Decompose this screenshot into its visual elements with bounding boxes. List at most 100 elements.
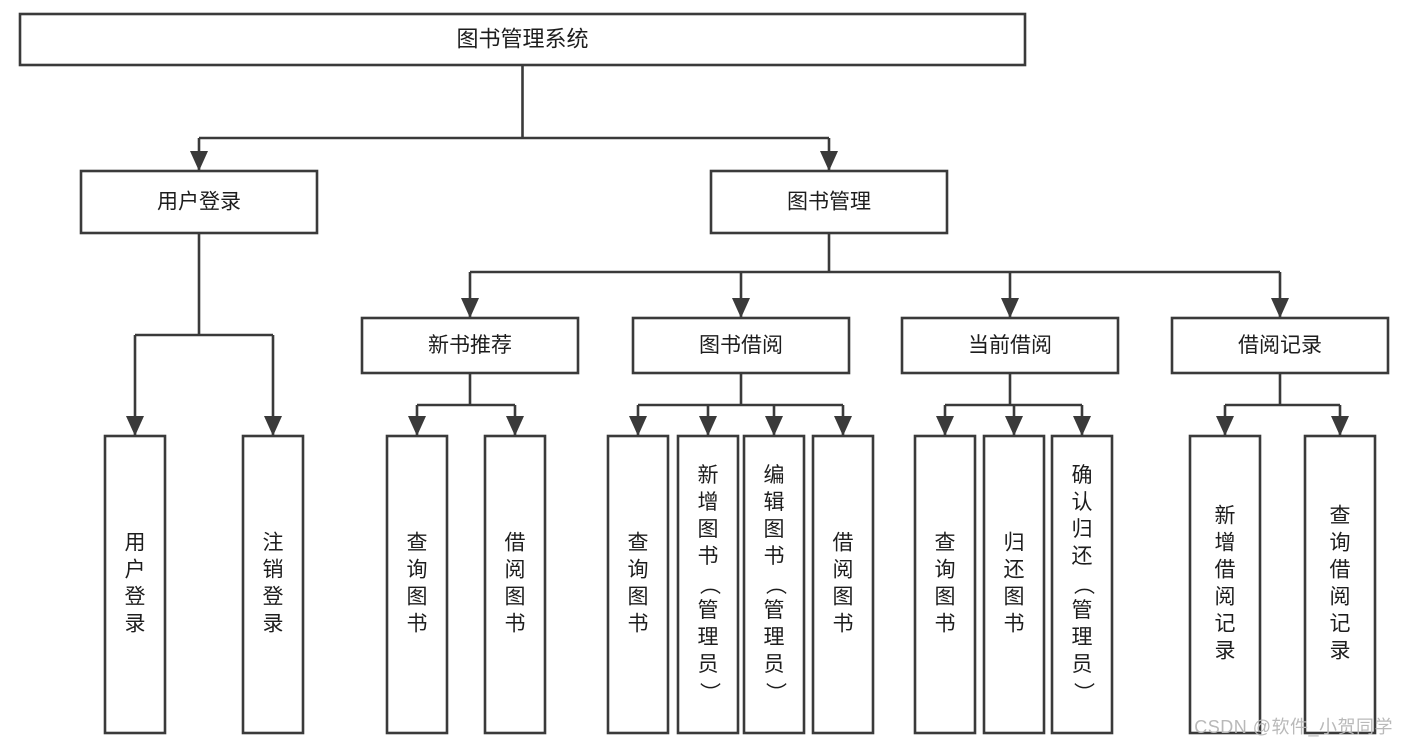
node-label-char: 归 [1072,518,1093,541]
arrow-head-icon [408,416,426,436]
node-book-borrow[interactable]: 图书借阅 [631,316,851,375]
arrow-head-icon [765,416,783,436]
node-current-borrow[interactable]: 当前借阅 [900,316,1120,375]
node-box [103,434,167,735]
node-box [631,316,851,375]
node-box [676,434,740,735]
node-label-char: 书 [1004,613,1025,636]
node-new-book-recommend[interactable]: 新书推荐 [360,316,580,375]
node-label-char: ） [763,682,786,703]
node-label-char: 记 [1215,613,1236,636]
node-label-char: 查 [628,532,649,555]
node-label-char: 书 [628,613,649,636]
node-label-char: （ [763,574,786,595]
node-label-char: 增 [698,491,719,514]
arrow-head-icon [1005,416,1023,436]
arrow-head-icon [1001,298,1019,318]
node-box [900,316,1120,375]
node-label: 新书推荐 [428,334,512,357]
node-book-management[interactable]: 图书管理 [709,169,949,235]
node-box [913,434,977,735]
node-label-char: 管 [764,599,785,622]
node-label-char: ） [1071,682,1094,703]
node-label-char: 管 [698,599,719,622]
node-box [982,434,1046,735]
node-label-char: ） [697,682,720,703]
node-box [709,169,949,235]
node-box [18,12,1027,67]
arrow-head-icon [1271,298,1289,318]
node-box [606,434,670,735]
node-label-char: 图 [407,586,428,609]
arrow-head-icon [834,416,852,436]
node-label-char: 图 [935,586,956,609]
node-box [79,169,319,235]
node-box [1170,316,1390,375]
node-label-char: 询 [407,559,428,582]
node-label-char: 书 [407,613,428,636]
arrow-head-icon [629,416,647,436]
node-label-char: 销 [263,559,284,582]
node-label-char: 理 [698,626,719,649]
node-label-char: 阅 [833,559,854,582]
node-label-char: 图 [1004,586,1025,609]
node-label-char: 登 [263,586,284,609]
node-root[interactable]: 图书管理系统 [18,12,1027,67]
node-label-char: 书 [833,613,854,636]
node-label: 用户登录 [157,191,241,214]
node-label-char: 户 [125,559,146,582]
node-label: 当前借阅 [968,334,1052,357]
node-label-char: 录 [1215,640,1236,663]
node-borrow-records[interactable]: 借阅记录 [1170,316,1390,375]
node-box [1050,434,1114,735]
node-label-char: 新 [698,464,719,487]
arrow-head-icon [126,416,144,436]
node-label-char: 借 [505,532,526,555]
node-label-char: 辑 [764,491,785,514]
node-box [1188,434,1262,735]
connectors-layer [126,65,1349,436]
node-box [241,434,305,735]
node-label-char: 增 [1215,532,1236,555]
node-label-char: 查 [1330,505,1351,528]
watermark-text: CSDN @软件_小贺同学 [1194,717,1393,737]
arrow-head-icon [699,416,717,436]
arrow-head-icon [936,416,954,436]
node-label-char: 图 [505,586,526,609]
arrow-head-icon [1216,416,1234,436]
node-user-login-do[interactable]: 用户登录 [103,434,167,735]
node-label-char: 书 [764,545,785,568]
node-box [385,434,449,735]
node-label-char: 借 [1215,559,1236,582]
node-label-char: 图 [833,586,854,609]
node-label-char: 录 [1330,640,1351,663]
node-box [1303,434,1377,735]
node-label-char: 查 [935,532,956,555]
node-label-char: 编 [764,464,785,487]
node-label: 图书管理 [787,191,871,214]
arrow-head-icon [190,151,208,171]
node-label-char: 员 [698,653,719,676]
node-user-login[interactable]: 用户登录 [79,169,319,235]
node-label-char: 书 [698,545,719,568]
node-label-char: 用 [125,532,146,555]
node-label-char: 员 [764,653,785,676]
node-label-char: 员 [1072,653,1093,676]
node-label-char: 认 [1072,491,1093,514]
node-label-char: 理 [1072,626,1093,649]
node-label-char: 理 [764,626,785,649]
node-label: 借阅记录 [1238,334,1322,357]
